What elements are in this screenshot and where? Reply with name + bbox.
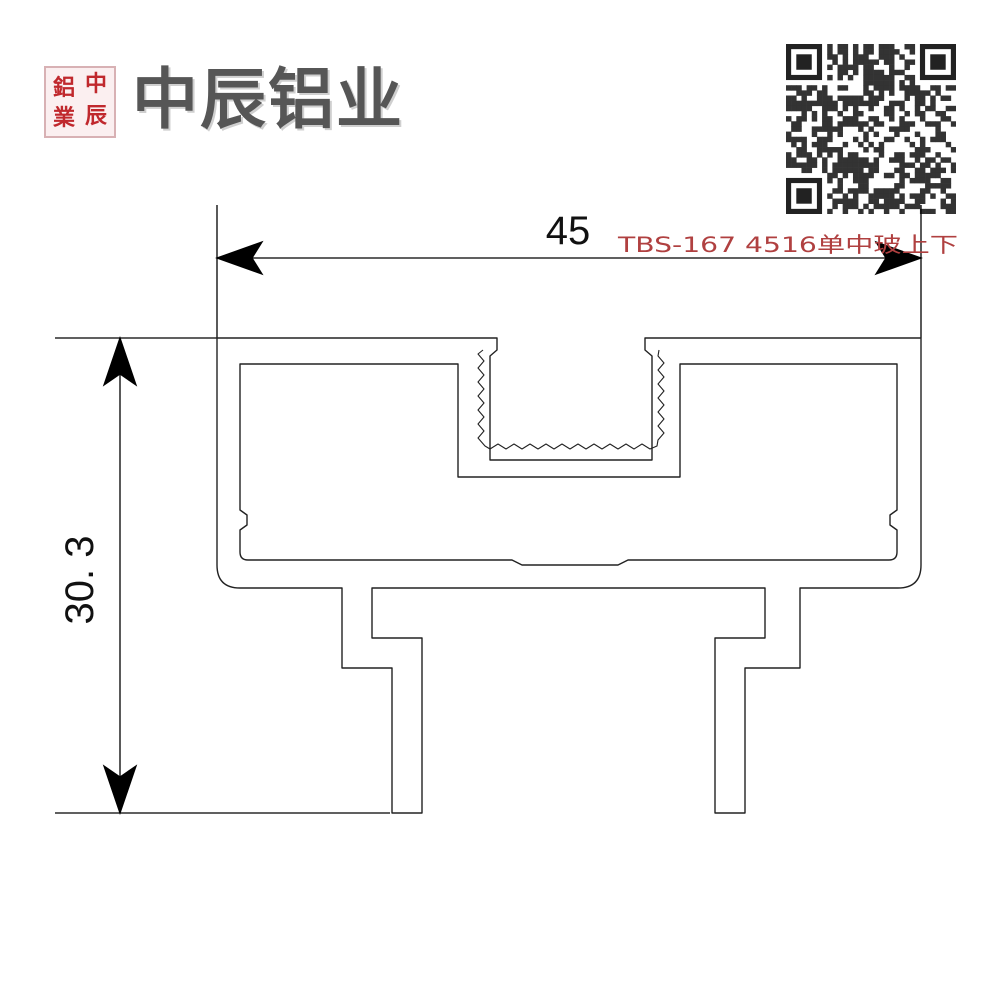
width-dimension-label: 45 xyxy=(546,209,591,253)
extension-lines xyxy=(55,205,922,814)
qr-code-icon xyxy=(786,44,956,214)
seal-char-2: 中 xyxy=(84,71,107,97)
aluminum-profile-outline xyxy=(216,337,922,814)
seal-char-1: 鋁 xyxy=(52,75,75,101)
height-dimension xyxy=(102,335,138,816)
seal-char-3: 業 xyxy=(52,105,75,131)
brand-name: 中辰铝业 xyxy=(132,61,404,138)
seal-char-4: 辰 xyxy=(84,103,107,129)
brand-seal-logo: 鋁 中 業 辰 xyxy=(44,66,116,138)
height-dimension-label: 30. 3 xyxy=(58,536,102,625)
width-dimension xyxy=(215,240,923,276)
model-label: TBS-167 4516单中玻上下 xyxy=(617,233,958,257)
